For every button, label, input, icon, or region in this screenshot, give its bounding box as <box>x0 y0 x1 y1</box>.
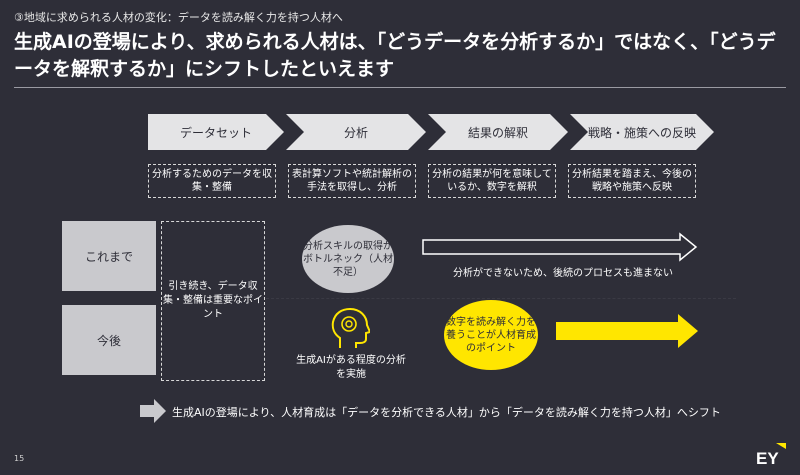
page-number: 15 <box>14 454 25 463</box>
step-dataset: データセット <box>148 114 284 150</box>
gray-arrow-icon <box>140 399 166 423</box>
desc-interpretation: 分析の結果が何を意味しているか、数字を解釈 <box>428 164 556 198</box>
bottleneck-circle: 分析スキルの取得がボトルネック（人材不足） <box>302 225 394 293</box>
ai-analysis-text: 生成AIがある程度の分析を実施 <box>296 355 406 380</box>
title-divider <box>14 87 786 88</box>
row-divider <box>266 298 736 300</box>
yellow-arrow-icon <box>556 314 698 348</box>
outline-arrow-icon <box>422 232 698 262</box>
row-label-past: これまで <box>62 221 156 291</box>
slide-subtitle: ③地域に求められる人材の変化：データを読み解く力を持つ人材へ <box>14 11 343 24</box>
desc-analysis: 表計算ソフトや統計解析の手法を取得し、分析 <box>288 164 416 198</box>
step-strategy: 戦略・施策への反映 <box>570 114 714 150</box>
stalled-process-text: 分析ができないため、後続のプロセスも進まない <box>453 268 673 279</box>
step-analysis: 分析 <box>286 114 426 150</box>
slide-title: 生成AIの登場により、求められる人材は、「どうデータを分析するか」ではなく、「ど… <box>14 31 776 80</box>
desc-strategy: 分析結果を踏まえ、今後の戦略や施策へ反映 <box>568 164 696 198</box>
step-interpretation: 結果の解釈 <box>428 114 568 150</box>
desc-dataset: 分析するためのデータを収集・整備 <box>148 164 276 198</box>
ey-logo-text: EY <box>756 449 779 468</box>
ai-head-icon <box>331 308 370 348</box>
row-label-future: 今後 <box>62 305 156 375</box>
ey-logo: EY <box>756 443 786 471</box>
summary-text: 生成AIの登場により、人材育成は「データを分析できる人材」から「データを読み解く… <box>172 406 721 419</box>
data-collection-note: 引き続き、データ収集・整備は重要なポイント <box>161 221 265 381</box>
reading-skill-circle: 数字を読み解く力を養うことが人材育成のポイント <box>444 300 538 370</box>
